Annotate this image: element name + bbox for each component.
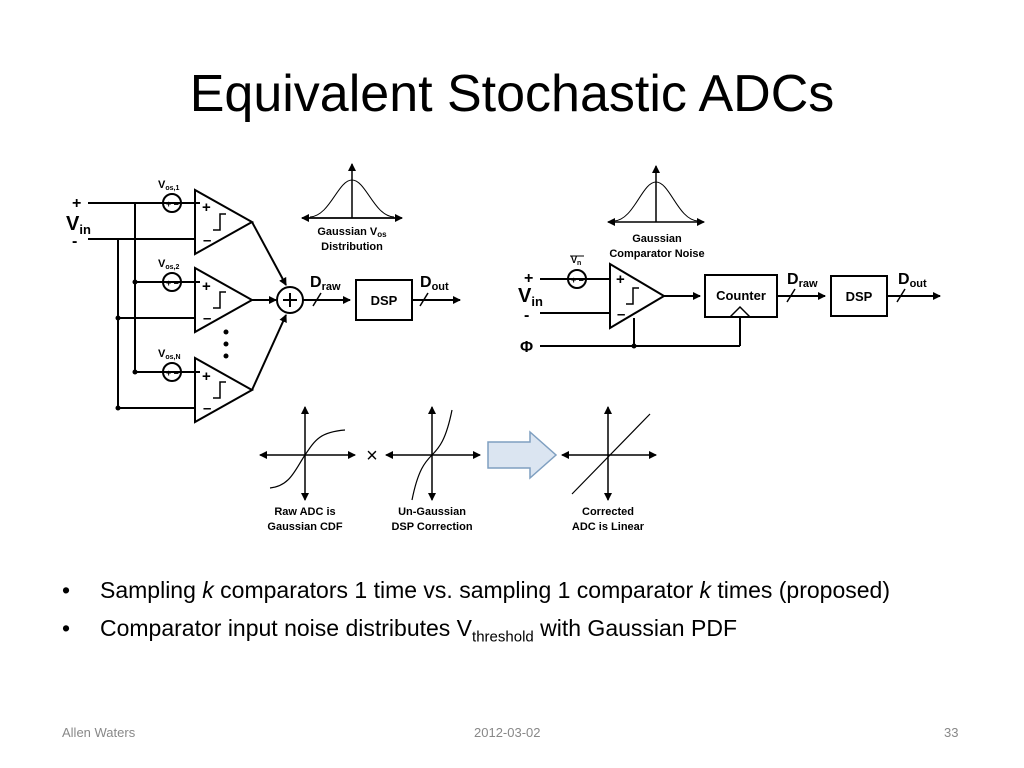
vos1-source-icon <box>162 193 182 213</box>
gaussian-vos-label: Gaussian Vos <box>317 226 387 239</box>
svg-text:+: + <box>202 278 211 295</box>
big-arrow-icon <box>487 430 558 480</box>
bullet-list: • Sampling k comparators 1 time vs. samp… <box>62 575 962 661</box>
vosn-source-icon <box>162 362 182 382</box>
gaussian-noise-label: Gaussian <box>632 233 682 245</box>
ungauss-label-1: Un-Gaussian <box>398 506 466 518</box>
bullet-dot: • <box>62 577 71 603</box>
adc-diagram: + – + – + – + – + – + – + - Vin Vos,1 Vos,2… <box>66 163 941 533</box>
vosn-label: Vos,N <box>158 348 181 361</box>
corrected-label-2: ADC is Linear <box>572 521 645 533</box>
footer-date: 2012-03-02 <box>474 725 541 740</box>
left-vin-minus: - <box>72 233 77 250</box>
left-adc-diagram <box>88 188 461 424</box>
svg-text:+ –: + – <box>166 199 179 209</box>
vos1-label: Vos,1 <box>158 179 179 192</box>
right-vin-label: Vin <box>518 285 543 309</box>
left-dout-label: Dout <box>420 274 449 293</box>
comparator-2 <box>194 266 255 334</box>
phi-label: Φ <box>520 339 533 356</box>
left-draw-label: Draw <box>310 274 341 293</box>
comparator-1 <box>194 188 255 256</box>
left-vin-plus: + <box>72 195 81 212</box>
counter-label: Counter <box>716 288 766 303</box>
vos2-source-icon <box>162 272 182 292</box>
right-gaussian-plot <box>607 165 705 226</box>
corrected-label-1: Corrected <box>582 506 634 518</box>
svg-text:+ –: + – <box>571 275 584 285</box>
svg-text:+ –: + – <box>166 278 179 288</box>
vos2-label: Vos,2 <box>158 258 179 271</box>
svg-text:–: – <box>617 306 625 323</box>
left-gaussian-plot <box>301 163 403 222</box>
bullet-item: • Comparator input noise distributes Vth… <box>62 615 737 646</box>
right-draw-label: Draw <box>787 271 818 290</box>
comparator-n <box>194 356 255 424</box>
svg-text:–: – <box>203 310 211 327</box>
svg-text:+ –: + – <box>166 368 179 378</box>
slide-title: Equivalent Stochastic ADCs <box>189 65 835 123</box>
svg-text:–: – <box>203 400 211 417</box>
svg-text:+: + <box>202 199 211 216</box>
bullet-dot: • <box>62 615 71 641</box>
right-vin-plus: + <box>524 270 533 287</box>
raw-adc-label-1: Raw ADC is <box>274 506 335 518</box>
footer-page-number: 33 <box>944 725 959 740</box>
raw-adc-plot <box>259 406 356 501</box>
right-dsp-label: DSP <box>846 289 873 304</box>
ungauss-label-2: DSP Correction <box>391 521 472 533</box>
comparator-noise-label: Comparator Noise <box>609 248 704 260</box>
svg-text:–: – <box>203 232 211 249</box>
footer-author: Allen Waters <box>62 725 136 740</box>
svg-text:+: + <box>616 271 625 288</box>
right-adc-diagram <box>540 262 941 347</box>
noisy-comparator <box>609 262 666 330</box>
bullet-item: • Sampling k comparators 1 time vs. samp… <box>62 577 890 603</box>
times-symbol: × <box>366 445 378 467</box>
gaussian-distribution-label: Distribution <box>321 241 383 253</box>
left-vin-label: Vin <box>66 213 91 237</box>
raw-adc-label-2: Gaussian CDF <box>267 521 342 533</box>
svg-text:+: + <box>202 368 211 385</box>
right-dout-label: Dout <box>898 271 927 290</box>
corrected-plot <box>561 406 657 501</box>
right-vin-minus: - <box>524 307 529 324</box>
left-dsp-label: DSP <box>371 293 398 308</box>
vn-source-icon <box>567 269 587 289</box>
vn-label: Vn <box>571 255 581 267</box>
ungauss-plot <box>385 406 481 501</box>
